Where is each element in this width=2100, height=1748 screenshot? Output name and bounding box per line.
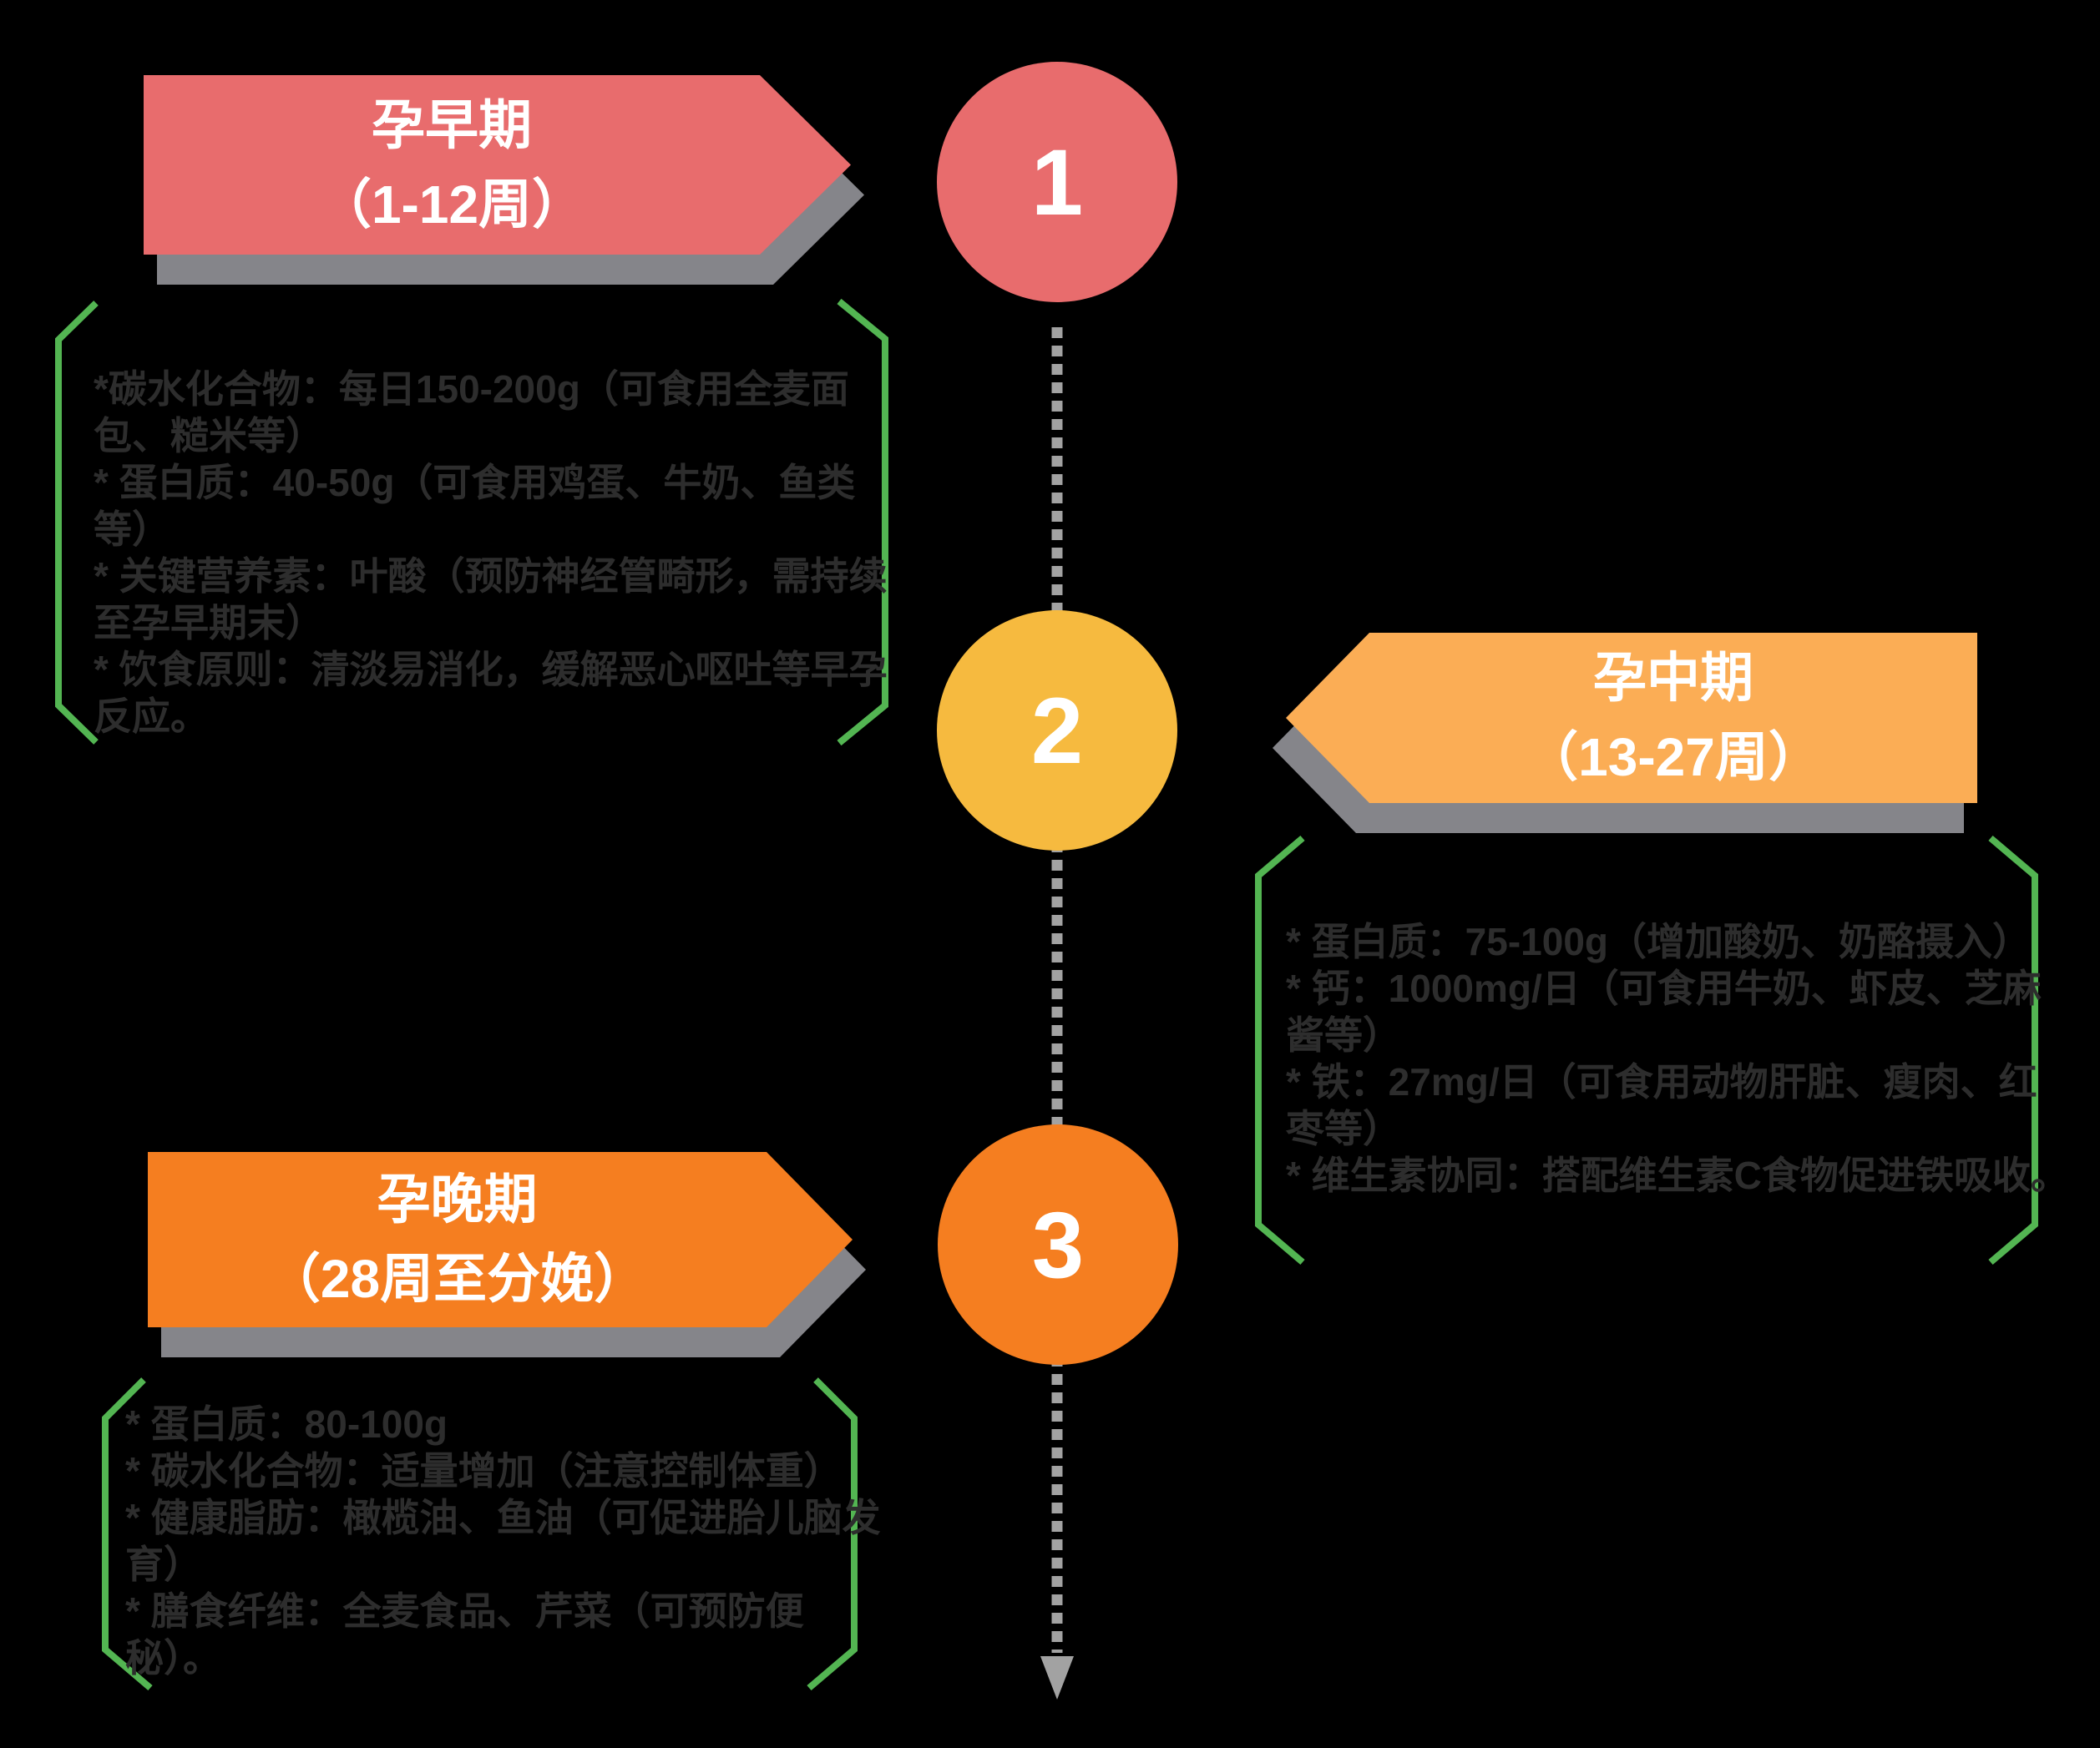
stage-2-banner-label: 孕中期 （13-27周） (1369, 633, 1977, 803)
detail-line: 反应。 (94, 695, 209, 738)
stage-1-details: *碳水化合物：每日150-200g（可食用全麦面 包、糙米等） * 蛋白质：40… (94, 366, 888, 740)
block-2-bracket-right (1988, 835, 2038, 1266)
stage-1-banner-label: 孕早期 （1-12周） (144, 75, 760, 255)
stage-2-banner-subtitle: （13-27周） (1525, 727, 1822, 787)
stage-1-banner-subtitle: （1-12周） (317, 174, 586, 235)
stage-2-number: 2 (1030, 678, 1084, 783)
block-3-bracket-left (102, 1377, 153, 1691)
detail-line: * 膳食纤维：全麦食品、芹菜（可预防便 (125, 1589, 804, 1633)
stage-2-banner-title: 孕中期 (1593, 648, 1753, 708)
stage-3-banner-label: 孕晚期 （28周至分娩） (148, 1152, 767, 1327)
stage-1-banner-title: 孕早期 (372, 94, 532, 155)
stage-2-details: * 蛋白质：75-100g（增加酸奶、奶酪摄入） * 钙：1000mg/日（可食… (1286, 918, 2069, 1199)
stage-3-banner (148, 1152, 853, 1327)
block-1-bracket-right (837, 298, 888, 746)
detail-line: 秘）。 (125, 1636, 221, 1680)
stage-1-banner (144, 75, 851, 255)
stage-3-circle (938, 1124, 1178, 1365)
detail-line: * 关键营养素：叶酸（预防神经管畸形，需持续 (94, 554, 888, 598)
stage-1-number: 1 (1030, 129, 1084, 235)
detail-line: * 蛋白质：80-100g (125, 1402, 448, 1446)
detail-line: * 钙：1000mg/日（可食用牛奶、虾皮、芝麻 (1286, 967, 2042, 1010)
stage-2-banner (1286, 633, 1977, 803)
block-2-bracket-left (1255, 835, 1305, 1266)
stage-3-number: 3 (1031, 1192, 1085, 1297)
detail-line: 至孕早期末） (94, 601, 324, 644)
detail-line: 枣等） (1286, 1107, 1401, 1150)
timeline-arrow-icon (1040, 1656, 1074, 1700)
block-1-bracket-left (55, 301, 99, 745)
detail-line: * 健康脂肪：橄榄油、鱼油（可促进胎儿脑发 (125, 1496, 881, 1539)
block-3-bracket-right (807, 1377, 858, 1691)
stage-2-circle (937, 610, 1177, 851)
detail-line: * 碳水化合物：适量增加（注意控制体重） (125, 1449, 843, 1493)
stage-3-banner-subtitle: （28周至分娩） (266, 1249, 648, 1309)
detail-line: * 蛋白质：40-50g（可食用鸡蛋、牛奶、鱼类 (94, 461, 856, 504)
stage-3-details: * 蛋白质：80-100g * 碳水化合物：适量增加（注意控制体重） * 健康脂… (125, 1401, 881, 1681)
detail-line: 酱等） (1286, 1013, 1401, 1057)
detail-line: *碳水化合物：每日150-200g（可食用全麦面 (94, 367, 849, 411)
detail-line: 育） (125, 1543, 202, 1586)
stage-1-circle (937, 62, 1177, 302)
detail-line: * 铁：27mg/日（可食用动物肝脏、瘦肉、红 (1286, 1060, 2037, 1104)
detail-line: * 饮食原则：清淡易消化，缓解恶心呕吐等早孕 (94, 648, 888, 691)
detail-line: 包、糙米等） (94, 414, 324, 457)
stage-3-banner-title: 孕晚期 (377, 1170, 538, 1230)
detail-line: * 维生素协同：搭配维生素C食物促进铁吸收。 (1286, 1154, 2069, 1197)
detail-line: * 蛋白质：75-100g（增加酸奶、奶酪摄入） (1286, 920, 2032, 963)
detail-line: 等） (94, 508, 170, 551)
